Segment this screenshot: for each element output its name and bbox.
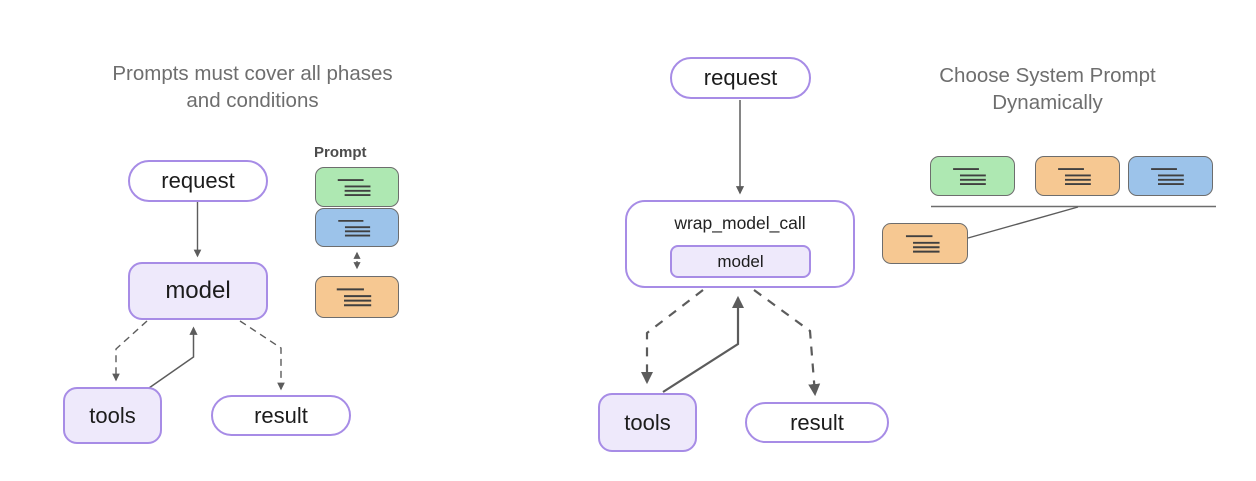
right-request-node: request [670,57,811,99]
arrow-right-wrap-to-tools-dashed [640,289,704,385]
arrow-left-model-to-result-dashed [239,320,285,391]
left-request-label: request [161,168,235,193]
text-lines-icon [338,219,371,237]
arrow-right-tools-to-wrap [662,295,745,393]
left-title: Prompts must cover all phases and condit… [112,62,393,112]
left-model-node: model [128,262,268,320]
left-tools-node: tools [63,387,162,444]
right-result-label: result [790,409,844,435]
left-result-label: result [254,402,308,428]
arrow-right-wrap-to-result-dashed [753,289,821,397]
prompt-card-blue [315,208,399,247]
prompt-card-orange [315,276,399,318]
wrap-model-call-label: wrap_model_call [674,213,806,233]
text-lines-icon [338,179,371,197]
text-lines-icon [337,288,372,307]
text-lines-icon [905,235,940,253]
left-result-node: result [211,395,351,436]
right-model-label: model [717,251,764,271]
right-tools-node: tools [598,393,697,452]
left-request-node: request [128,160,268,202]
text-lines-icon [953,168,987,186]
left-model-label: model [165,277,231,304]
right-tools-label: tools [624,409,671,435]
prompt-stack-label: Prompt [314,144,367,161]
right-request-label: request [703,65,778,90]
left-tools-label: tools [89,402,136,428]
prompt-option-orange [1035,156,1120,196]
wrap-model-call-node: wrap_model_call model [625,200,855,288]
text-lines-icon [1151,168,1185,186]
prompt-card-green [315,167,399,207]
arrow-left-model-to-tools-dashed [112,320,148,382]
right-title: Choose System Prompt Dynamically [939,64,1156,114]
right-result-node: result [745,402,889,443]
arrow-left-tools-to-model [148,326,198,389]
selected-prompt-connector-line [967,206,1079,239]
text-lines-icon [1058,168,1092,186]
prompt-option-blue [1128,156,1213,196]
right-model-node: model [670,245,811,278]
selected-prompt-card-orange [882,223,968,264]
prompt-option-green [930,156,1015,196]
